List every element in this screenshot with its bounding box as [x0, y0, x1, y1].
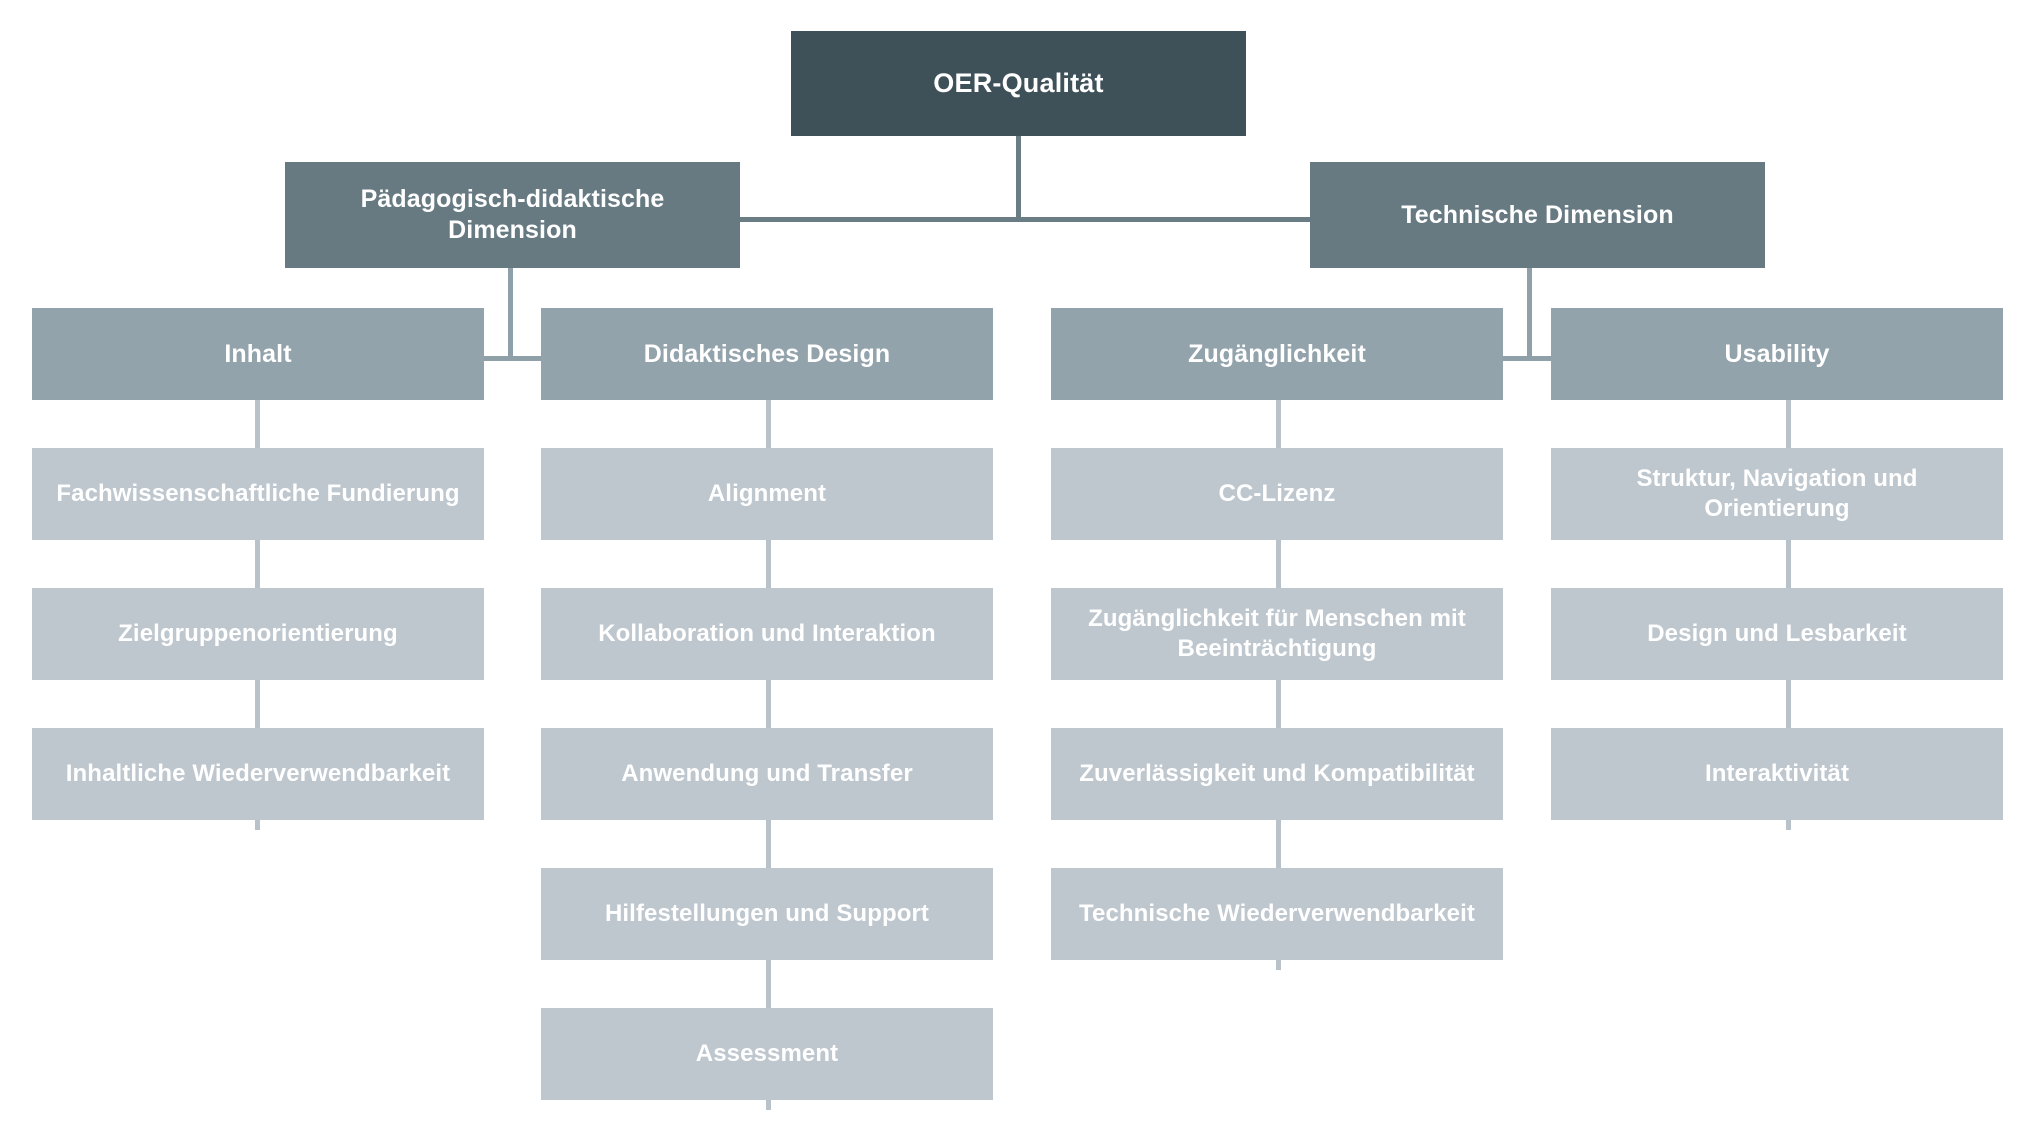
node-criterion-label: CC-Lizenz [1218, 480, 1336, 508]
node-criterion-label: Anwendung und Transfer [621, 760, 913, 788]
node-criterion-label: Assessment [695, 1040, 839, 1068]
node-root-label: OER-Qualität [933, 67, 1104, 98]
node-criterion-label: Zugänglichkeit für Menschen mit Beeinträ… [1088, 605, 1466, 662]
node-criterion-label: Technische Wiederverwendbarkeit [1079, 900, 1475, 928]
node-criterion[interactable]: Zielgruppenorientierung [32, 588, 484, 680]
node-dimension-label: Pädagogisch-didaktische Dimension [360, 185, 665, 244]
node-criterion-label: Kollaboration und Interaktion [598, 620, 936, 648]
node-category-label: Didaktisches Design [643, 339, 891, 368]
node-category-usability[interactable]: Usability [1551, 308, 2003, 400]
node-criterion[interactable]: Kollaboration und Interaktion [541, 588, 993, 680]
node-criterion-label: Design und Lesbarkeit [1647, 620, 1907, 648]
node-criterion-label: Zuverlässigkeit und Kompatibilität [1079, 760, 1475, 788]
connector-technical-children-bar [1278, 356, 1788, 361]
node-dimension-paedagogisch-didaktisch[interactable]: Pädagogisch-didaktische Dimension [285, 162, 740, 268]
node-criterion[interactable]: Fachwissenschaftliche Fundierung [32, 448, 484, 540]
node-criterion-label: Zielgruppenorientierung [118, 620, 398, 648]
node-category-zugaenglichkeit[interactable]: Zugänglichkeit [1051, 308, 1503, 400]
node-criterion-label: Hilfestellungen und Support [604, 900, 930, 928]
node-criterion[interactable]: Technische Wiederverwendbarkeit [1051, 868, 1503, 960]
node-category-label: Usability [1724, 339, 1830, 368]
connector-pedagogical-stem [508, 268, 513, 360]
node-criterion-label: Struktur, Navigation und Orientierung [1636, 465, 1918, 522]
node-criterion[interactable]: Design und Lesbarkeit [1551, 588, 2003, 680]
node-criterion[interactable]: Alignment [541, 448, 993, 540]
connector-technical-stem [1527, 268, 1532, 360]
node-category-didaktisches-design[interactable]: Didaktisches Design [541, 308, 993, 400]
node-dimension-label: Technische Dimension [1401, 200, 1674, 229]
connector-pedagogical-children-bar [257, 356, 770, 361]
connector-dimensions-bar [740, 217, 1310, 222]
node-criterion[interactable]: Inhaltliche Wiederverwendbarkeit [32, 728, 484, 820]
node-criterion-label: Alignment [707, 480, 827, 508]
node-criterion[interactable]: Anwendung und Transfer [541, 728, 993, 820]
node-criterion[interactable]: Struktur, Navigation und Orientierung [1551, 448, 2003, 540]
node-root-oer-qualitaet[interactable]: OER-Qualität [791, 31, 1246, 136]
node-criterion-label: Interaktivität [1704, 760, 1850, 788]
node-criterion-label: Inhaltliche Wiederverwendbarkeit [65, 760, 451, 788]
node-criterion[interactable]: Hilfestellungen und Support [541, 868, 993, 960]
node-dimension-technische[interactable]: Technische Dimension [1310, 162, 1765, 268]
connector-root-stem [1016, 136, 1021, 221]
node-category-label: Zugänglichkeit [1188, 339, 1366, 368]
node-category-inhalt[interactable]: Inhalt [32, 308, 484, 400]
node-criterion[interactable]: Zugänglichkeit für Menschen mit Beeinträ… [1051, 588, 1503, 680]
node-criterion[interactable]: Zuverlässigkeit und Kompatibilität [1051, 728, 1503, 820]
node-criterion-label: Fachwissenschaftliche Fundierung [56, 480, 460, 508]
node-criterion[interactable]: Assessment [541, 1008, 993, 1100]
node-criterion[interactable]: CC-Lizenz [1051, 448, 1503, 540]
node-criterion[interactable]: Interaktivität [1551, 728, 2003, 820]
node-category-label: Inhalt [224, 339, 292, 368]
